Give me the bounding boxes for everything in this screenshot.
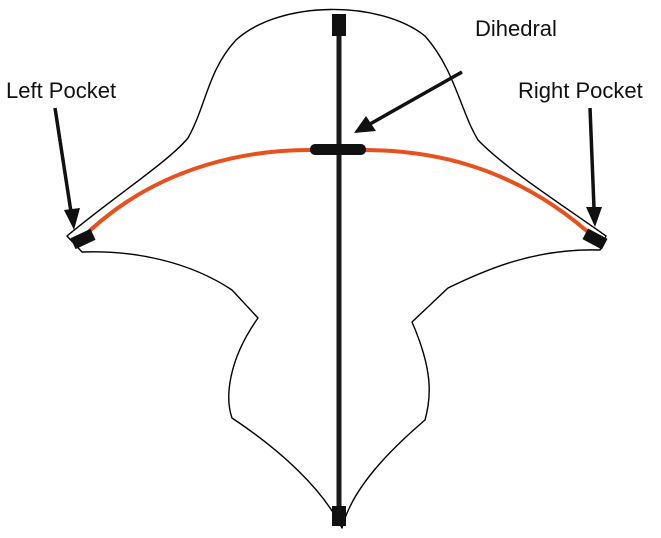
left-pocket-arrow-shaft — [53, 107, 73, 213]
left-pocket-arrow-head — [64, 208, 80, 230]
spine-bottom-cap — [332, 506, 346, 526]
dihedral-arrow-shaft — [369, 70, 463, 126]
right-pocket-arrow-head — [586, 207, 602, 227]
right-pocket-label: Right Pocket — [518, 78, 643, 103]
right-pocket — [582, 228, 608, 250]
left-pocket — [70, 228, 96, 250]
left-pocket-label: Left Pocket — [6, 78, 116, 103]
right-pocket-arrow-shaft — [588, 107, 596, 209]
spine-top-cap — [332, 14, 346, 36]
dihedral-label: Dihedral — [475, 16, 557, 41]
kite-sail-outline — [66, 8, 607, 529]
dihedral-fitting — [310, 144, 366, 155]
dihedral-arrow-head — [354, 116, 376, 133]
